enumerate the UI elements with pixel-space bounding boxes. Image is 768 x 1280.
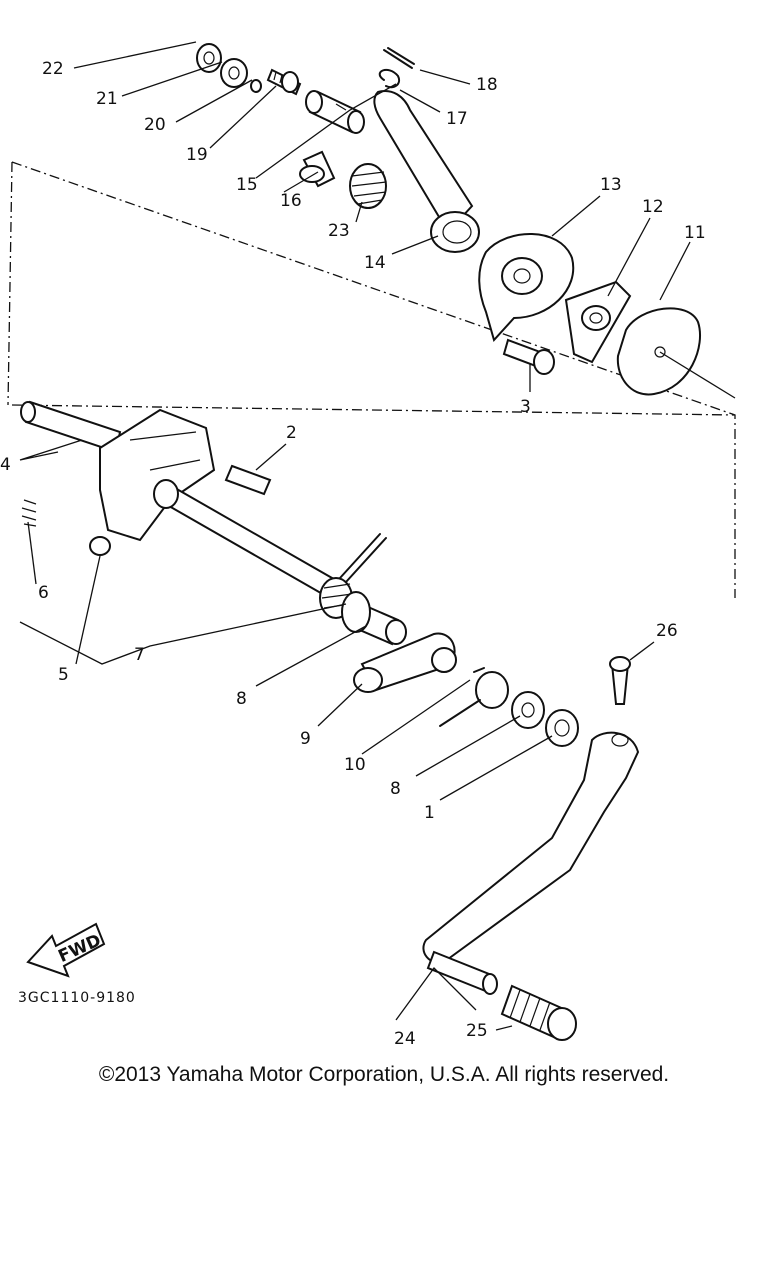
pivot-shaft-15 (305, 90, 365, 134)
part-label-22: 22 (42, 59, 64, 79)
part-label-15: 15 (236, 175, 258, 195)
part-label-1: 1 (424, 803, 435, 823)
part-label-12: 12 (642, 197, 664, 217)
fwd-arrow-icon: FWD (26, 922, 106, 978)
washer-21 (220, 58, 248, 88)
circlip-17 (378, 68, 400, 89)
pin-16 (299, 150, 336, 188)
part-label-13: 13 (600, 175, 622, 195)
copyright-notice: ©2013 Yamaha Motor Corporation, U.S.A. A… (98, 1063, 670, 1086)
shift-arm-14 (373, 90, 480, 253)
bolt-3 (502, 338, 555, 375)
bolt-19 (266, 68, 302, 96)
stopper-plate-13 (478, 233, 575, 343)
part-label-21: 21 (96, 89, 118, 109)
nut-22 (196, 43, 222, 73)
rubber-25 (500, 984, 577, 1041)
part-number-labels: 22 21 20 19 18 17 15 16 23 14 13 12 11 3… (0, 59, 706, 1049)
assembly-boundary (7, 161, 736, 598)
spring-23 (349, 163, 387, 209)
spring-10 (439, 667, 509, 727)
pin-2 (224, 464, 272, 496)
part-label-23: 23 (328, 221, 350, 241)
drawing-code: 3GC1110-9180 (18, 990, 136, 1006)
plate-12 (564, 280, 632, 364)
part-label-19: 19 (186, 145, 208, 165)
part-label-10: 10 (344, 755, 366, 775)
part-label-18: 18 (476, 75, 498, 95)
part-label-3: 3 (520, 397, 531, 417)
shift-shaft-4 (20, 400, 122, 454)
part-label-8-upper: 8 (236, 689, 247, 709)
washer-8-lower (511, 691, 545, 729)
part-label-8-lower: 8 (390, 779, 401, 799)
part-label-9: 9 (300, 729, 311, 749)
spring-6 (21, 499, 37, 527)
peg-24 (426, 950, 498, 995)
part-label-26: 26 (656, 621, 678, 641)
part-label-5: 5 (58, 665, 69, 685)
bolt-26 (609, 656, 631, 705)
part-label-24: 24 (394, 1029, 416, 1049)
part-label-11: 11 (684, 223, 706, 243)
part-label-17: 17 (446, 109, 468, 129)
o-ring-20 (250, 79, 262, 93)
part-label-25: 25 (466, 1021, 488, 1041)
cotter-pin-18 (383, 47, 415, 69)
roller-5 (89, 536, 111, 556)
oil-seal-1 (545, 709, 579, 747)
part-label-4: 4 (0, 455, 11, 475)
part-label-14: 14 (364, 253, 386, 273)
part-label-6: 6 (38, 583, 49, 603)
part-label-2: 2 (286, 423, 297, 443)
part-label-7: 7 (134, 645, 145, 665)
shift-pedal (422, 731, 640, 964)
part-label-20: 20 (144, 115, 166, 135)
exploded-parts-diagram: FWD 22 21 20 19 18 (0, 41, 736, 1049)
cover-11 (616, 307, 702, 396)
leader-lines (19, 41, 736, 1031)
shift-lever-9 (353, 632, 457, 693)
shift-shaft-rod-7 (153, 479, 348, 606)
part-label-16: 16 (280, 191, 302, 211)
